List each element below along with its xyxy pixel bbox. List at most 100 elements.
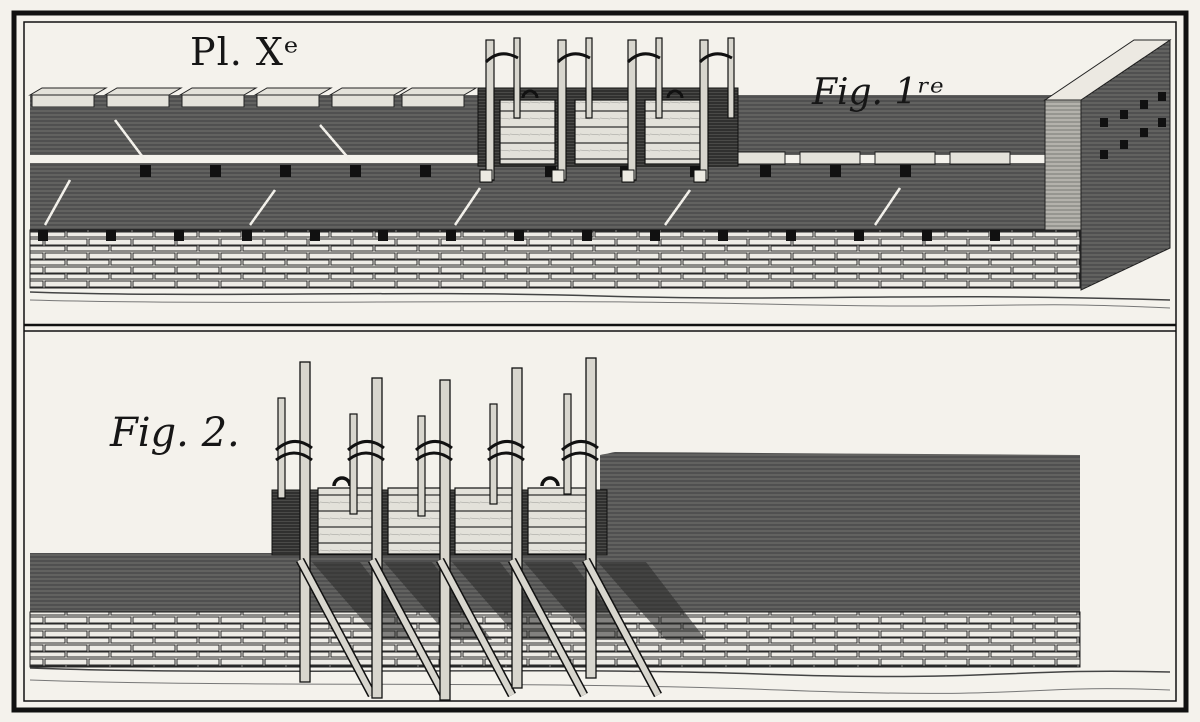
strut — [437, 558, 515, 697]
formwork-panel — [527, 487, 589, 555]
shoring-mark — [43, 179, 72, 226]
rope-tie — [415, 440, 453, 462]
lifting-ring — [332, 476, 352, 487]
wall-hole — [1120, 110, 1128, 119]
wall-hole — [786, 230, 796, 241]
shoring-mark — [873, 187, 902, 226]
coping-stone — [256, 94, 320, 108]
rope-tie — [487, 440, 525, 462]
wall-hole — [582, 230, 592, 241]
strut — [583, 558, 661, 697]
formwork-post — [727, 37, 735, 119]
figure-1-caption: Fig. 1ʳᵉ — [812, 72, 944, 113]
post-wedge — [693, 169, 707, 183]
rope-tie — [484, 52, 519, 64]
coping-stone — [106, 94, 170, 108]
wall-hole — [1100, 118, 1108, 127]
wall-hole — [174, 230, 184, 241]
rope-tie — [556, 52, 591, 64]
lifting-ring — [540, 476, 560, 487]
formwork-post — [349, 413, 358, 515]
wall-hole — [650, 230, 660, 241]
wall-hole — [545, 165, 556, 177]
formwork-post — [439, 379, 451, 701]
post-wedge — [479, 169, 493, 183]
wall-hole — [210, 165, 221, 177]
wall-hole — [854, 230, 864, 241]
strut-shadow — [524, 562, 632, 640]
strut-shadow — [384, 562, 492, 640]
wall-hole — [38, 230, 48, 241]
wall-hole — [350, 165, 361, 177]
formwork-panel — [499, 99, 556, 165]
wall-hole — [106, 230, 116, 241]
figure-2-caption: Fig. 2. — [110, 410, 240, 456]
shoring-mark — [663, 189, 692, 226]
rope-tie — [626, 52, 661, 64]
plate-title: Pl. Xᵉ — [190, 30, 300, 74]
formwork-panel — [574, 99, 631, 165]
coping-stone — [398, 87, 478, 96]
shoring-mark — [319, 124, 351, 161]
rope-tie — [561, 440, 599, 462]
shoring-mark — [453, 187, 482, 226]
wall-hole — [1140, 100, 1148, 109]
rope-tie — [698, 52, 733, 64]
wall-hole — [280, 165, 291, 177]
wall-hole — [140, 165, 151, 177]
strut-shadow — [598, 562, 706, 640]
formwork-post — [299, 361, 311, 683]
shoring-mark — [248, 189, 277, 226]
coping-stone — [31, 94, 95, 108]
figure-1-scene — [28, 37, 1172, 309]
wall-hole — [760, 165, 771, 177]
coping-stone — [331, 94, 395, 108]
formwork-panel — [644, 99, 701, 165]
strut — [297, 558, 375, 697]
wall-hole — [1100, 150, 1108, 159]
formwork-post — [513, 37, 521, 119]
wall-hole — [1120, 140, 1128, 149]
post-wedge — [621, 169, 635, 183]
wall-hole — [830, 165, 841, 177]
coping-stone — [874, 151, 936, 165]
wall-hole — [1158, 118, 1166, 127]
wall-hole — [1158, 92, 1166, 101]
coping-stone — [28, 87, 108, 96]
coping-stone — [253, 87, 333, 96]
formwork-post — [585, 357, 597, 679]
rope-tie — [275, 440, 313, 462]
lifting-ring — [521, 89, 539, 99]
wall-hole — [1140, 128, 1148, 137]
wall-hole — [310, 230, 320, 241]
post-wedge — [551, 169, 565, 183]
wall-hole — [420, 165, 431, 177]
wall-hole — [900, 165, 911, 177]
shoring-mark — [114, 119, 146, 161]
figure-2-scene — [29, 357, 1171, 701]
formwork-panel — [454, 487, 516, 555]
wall-hole — [446, 230, 456, 241]
wall-hole — [922, 230, 932, 241]
rope-tie — [347, 440, 385, 462]
wall-hole — [718, 230, 728, 241]
strut — [509, 558, 587, 697]
coping-stone — [949, 151, 1011, 165]
coping-stone — [178, 87, 258, 96]
formwork-post — [511, 367, 523, 689]
coping-stone — [103, 87, 183, 96]
formwork-panel — [317, 487, 379, 555]
formwork-post — [655, 37, 663, 119]
coping-stone — [328, 87, 408, 96]
strut-shadow — [312, 562, 420, 640]
formwork-post — [585, 37, 593, 119]
lifting-ring — [666, 89, 684, 99]
wall-hole — [990, 230, 1000, 241]
plate-frame — [11, 10, 1189, 713]
formwork-post — [371, 377, 383, 699]
formwork-post — [417, 415, 426, 517]
wall-hole — [514, 230, 524, 241]
coping-stone — [401, 94, 465, 108]
strut — [369, 558, 447, 697]
